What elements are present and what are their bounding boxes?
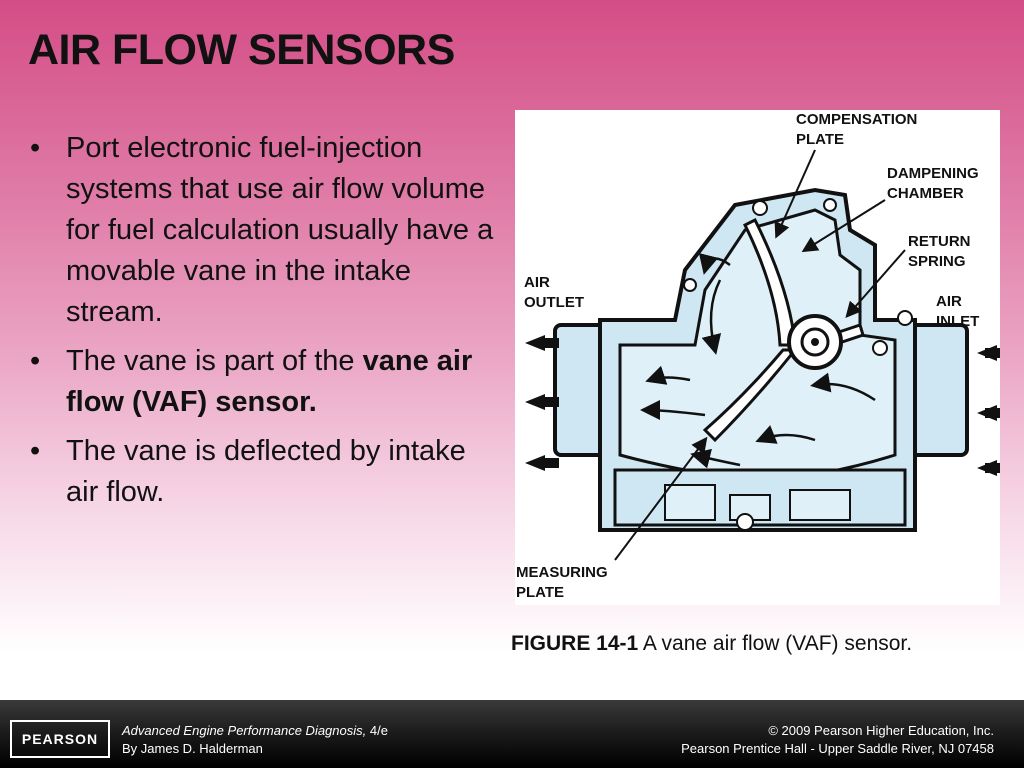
bullet-dot: •	[30, 435, 41, 467]
bullet-text: The vane is deflected by intake air flow…	[66, 435, 466, 508]
vaf-sensor-illustration	[525, 149, 1000, 561]
book-author: By James D. Halderman	[122, 741, 263, 756]
bullet-dot: •	[30, 345, 41, 377]
bullet-bold-term: vane air flow (VAF) sensor.	[66, 345, 473, 418]
footer-book-info: Advanced Engine Performance Diagnosis, 4…	[122, 722, 388, 758]
bullet-text: Port electronic fuel-injection systems t…	[66, 132, 494, 328]
label-air-outlet: AIR OUTLET	[524, 274, 584, 311]
vaf-sensor-diagram: COMPENSATION PLATE DAMPENING CHAMBER RET…	[515, 110, 1000, 605]
footer-copyright: © 2009 Pearson Higher Education, Inc. Pe…	[681, 722, 994, 758]
figure-number: FIGURE 14-1	[511, 632, 639, 655]
bullet-dot: •	[30, 132, 41, 164]
book-title: Advanced Engine Performance Diagnosis,	[122, 723, 367, 738]
figure-caption-text: A vane air flow (VAF) sensor.	[638, 632, 913, 655]
bullet-list: • Port electronic fuel-injection systems…	[28, 128, 498, 521]
slide-title: AIR FLOW SENSORS	[28, 26, 455, 74]
copyright-text: © 2009 Pearson Higher Education, Inc.	[768, 723, 994, 738]
label-compensation-plate: COMPENSATION PLATE	[796, 111, 918, 148]
footer-bar: PEARSON Advanced Engine Performance Diag…	[0, 700, 1024, 768]
publisher-text: Pearson Prentice Hall - Upper Saddle Riv…	[681, 741, 994, 756]
figure-caption: FIGURE 14-1 A vane air flow (VAF) sensor…	[511, 632, 912, 656]
label-return-spring: RETURN SPRING	[908, 233, 971, 270]
book-edition: 4/e	[366, 723, 388, 738]
bullet-item: • The vane is deflected by intake air fl…	[28, 431, 498, 513]
pearson-logo: PEARSON	[10, 720, 110, 758]
bullet-text: The vane is part of the	[66, 345, 363, 377]
bullet-item: • Port electronic fuel-injection systems…	[28, 128, 498, 333]
label-dampening-chamber: DAMPENING CHAMBER	[887, 165, 979, 202]
label-measuring-plate: MEASURING PLATE	[516, 564, 608, 601]
bullet-item: • The vane is part of the vane air flow …	[28, 341, 498, 423]
label-air-inlet: AIR INLET	[936, 293, 980, 330]
